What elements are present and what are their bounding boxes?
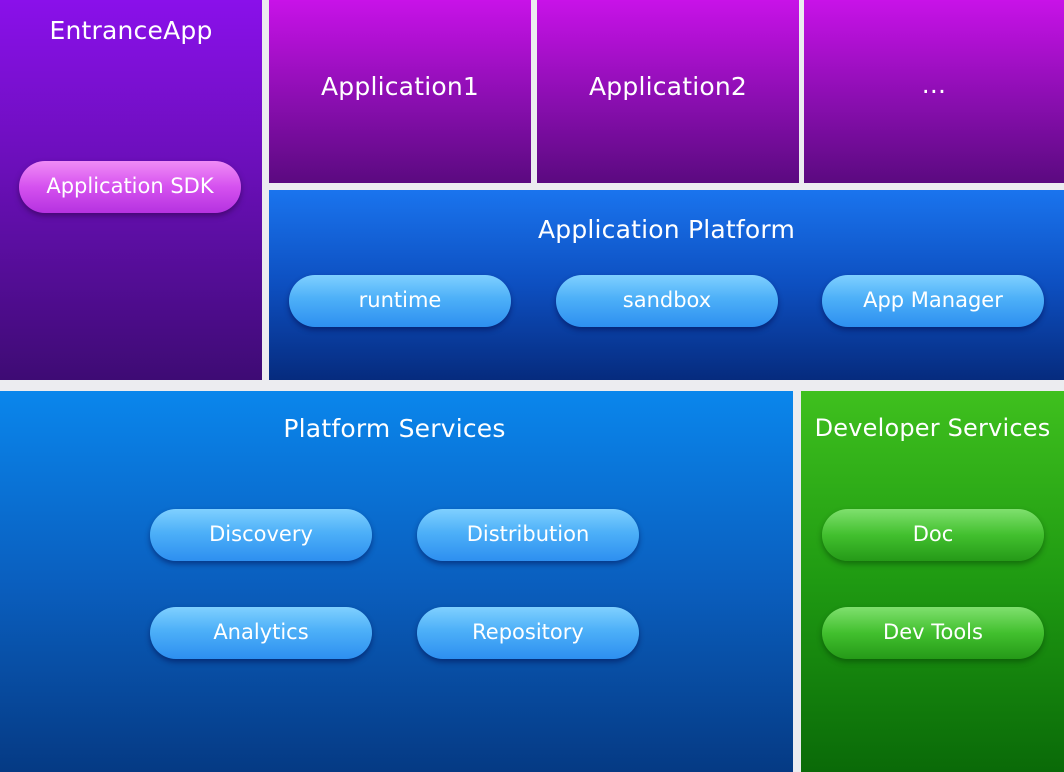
discovery-pill: Discovery: [150, 509, 372, 561]
runtime-pill: runtime: [289, 275, 511, 327]
doc-pill: Doc: [822, 509, 1044, 561]
application-platform-block: Application Platform runtime sandbox App…: [269, 190, 1064, 380]
more-applications-block: ...: [804, 0, 1064, 183]
platform-services-block: Platform Services Discovery Distribution…: [0, 391, 793, 772]
entrance-app-title: EntranceApp: [49, 16, 213, 45]
app-manager-pill: App Manager: [822, 275, 1044, 327]
sandbox-pill: sandbox: [556, 275, 778, 327]
application2-block: Application2: [537, 0, 799, 183]
entrance-app-block: EntranceApp Application SDK: [0, 0, 262, 380]
distribution-pill: Distribution: [417, 509, 639, 561]
application-sdk-pill: Application SDK: [19, 161, 241, 213]
application1-title: Application1: [321, 72, 479, 101]
dev-tools-pill: Dev Tools: [822, 607, 1044, 659]
developer-services-block: Developer Services Doc Dev Tools: [801, 391, 1064, 772]
more-applications-ellipsis: ...: [921, 70, 947, 99]
application1-block: Application1: [269, 0, 531, 183]
application2-title: Application2: [589, 72, 747, 101]
analytics-pill: Analytics: [150, 607, 372, 659]
platform-services-title: Platform Services: [283, 414, 506, 443]
developer-services-title: Developer Services: [814, 414, 1051, 442]
repository-pill: Repository: [417, 607, 639, 659]
application-platform-title: Application Platform: [537, 215, 796, 244]
